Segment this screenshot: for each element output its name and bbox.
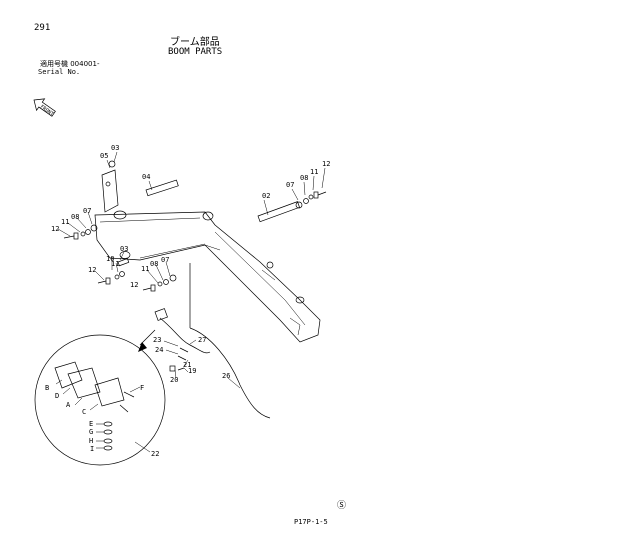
label-03: 03 (111, 144, 119, 152)
figure-code: P17P-1-5 (294, 518, 328, 526)
label-H: H (89, 437, 93, 445)
wire-harness (154, 263, 271, 419)
label-C: C (82, 408, 86, 416)
label-23: 23 (153, 336, 161, 344)
label-21: 21 (183, 361, 191, 369)
label-11: 11 (141, 265, 149, 273)
label-11: 11 (111, 260, 119, 268)
label-08: 08 (71, 213, 79, 221)
label-08: 08 (150, 260, 158, 268)
label-E: E (89, 420, 93, 428)
bracket-plate (101, 160, 119, 213)
label-08: 08 (300, 174, 308, 182)
label-24: 24 (155, 346, 163, 354)
label-11: 11 (61, 218, 69, 226)
serial-label: Serial No. (38, 68, 81, 76)
hardware-group-left (63, 224, 98, 240)
hardware-group-middle (97, 271, 177, 292)
front-arrow-label: FRONT (39, 104, 55, 118)
boom-pin-04 (145, 179, 179, 197)
label-12: 12 (88, 266, 96, 274)
label-A: A (66, 401, 71, 409)
label-F: F (140, 384, 144, 392)
leader-lines (55, 151, 326, 453)
label-B: B (45, 384, 49, 392)
label-07: 07 (83, 207, 91, 215)
label-07: 07 (161, 256, 169, 264)
label-10-text: 10 (106, 255, 114, 263)
label-12: 12 (130, 281, 138, 289)
label-07: 07 (286, 181, 294, 189)
boom-pin-03 (117, 258, 130, 267)
label-22: 22 (151, 450, 159, 458)
label-I: I (90, 445, 94, 453)
label-12: 12 (322, 160, 330, 168)
circle-mark: Ⓢ (337, 501, 347, 511)
page-title-japanese: ブーム部品 (170, 37, 220, 48)
label-02: 02 (262, 192, 270, 200)
lamp-detail-circle (34, 329, 166, 466)
label-05: 05 (100, 152, 108, 160)
label-D: D (55, 392, 59, 400)
hardware-group-right (295, 191, 327, 209)
label-G: G (89, 428, 93, 436)
label-12: 12 (51, 225, 59, 233)
serial-label-japanese: 適用号機 004001- (40, 60, 100, 68)
label-03: 03 (120, 245, 128, 253)
boom-body (94, 210, 321, 343)
label-26: 26 (222, 372, 230, 380)
label-27: 27 (198, 336, 206, 344)
label-20: 20 (170, 376, 178, 384)
front-arrow-icon: FRONT (33, 98, 56, 118)
label-04: 04 (142, 173, 150, 181)
page-title: BOOM PARTS (168, 47, 223, 57)
page-number: 291 (34, 23, 51, 33)
boom-pin-02 (257, 201, 300, 223)
label-11: 11 (310, 168, 318, 176)
label-19: 19 (188, 367, 196, 375)
